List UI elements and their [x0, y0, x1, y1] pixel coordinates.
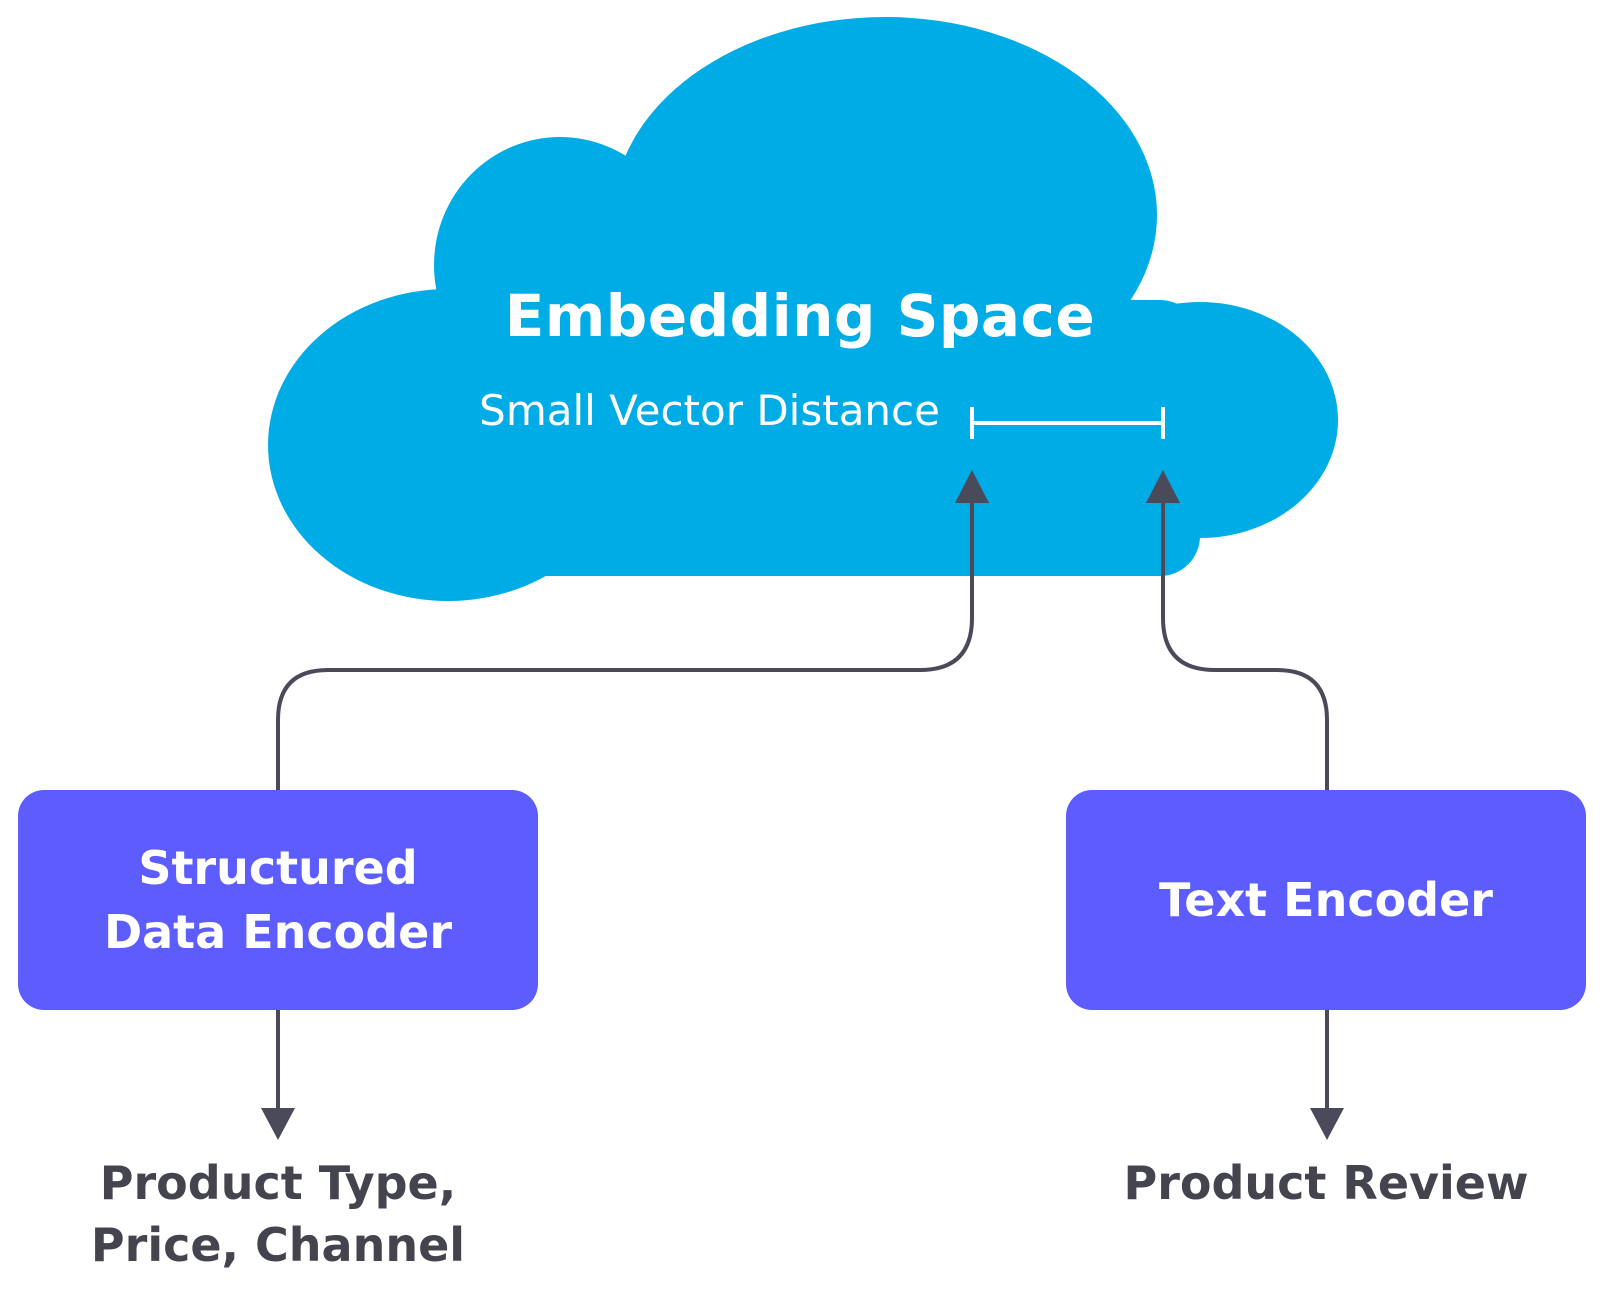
arrowhead-text-down — [1310, 1108, 1344, 1140]
text-input-line1: Product Review — [1123, 1156, 1529, 1210]
vector-distance-label: Small Vector Distance — [479, 386, 940, 435]
connector-text-to-cloud — [1161, 500, 1329, 790]
structured-input-line1: Product Type, — [99, 1156, 457, 1210]
text-encoder-box: Text Encoder — [1066, 790, 1586, 1010]
structured-input-line2: Price, Channel — [90, 1218, 466, 1272]
embedding-space-title: Embedding Space — [504, 282, 1096, 350]
structured-encoder-label-line1: Structured — [138, 841, 418, 895]
arrowhead-text-up — [1146, 470, 1180, 503]
text-encoder-label: Text Encoder — [1159, 873, 1493, 927]
structured-encoder-label-line2: Data Encoder — [103, 905, 453, 959]
connector-structured-to-cloud — [276, 500, 974, 790]
arrowhead-structured-down — [261, 1108, 295, 1140]
arrowhead-structured-up — [955, 470, 989, 503]
structured-input-label: Product Type, Price, Channel — [18, 1152, 538, 1276]
vector-distance-bracket — [970, 407, 1165, 439]
structured-data-encoder-box: Structured Data Encoder — [18, 790, 538, 1010]
embedding-space-cloud — [268, 17, 1338, 601]
text-input-label: Product Review — [1066, 1152, 1586, 1214]
